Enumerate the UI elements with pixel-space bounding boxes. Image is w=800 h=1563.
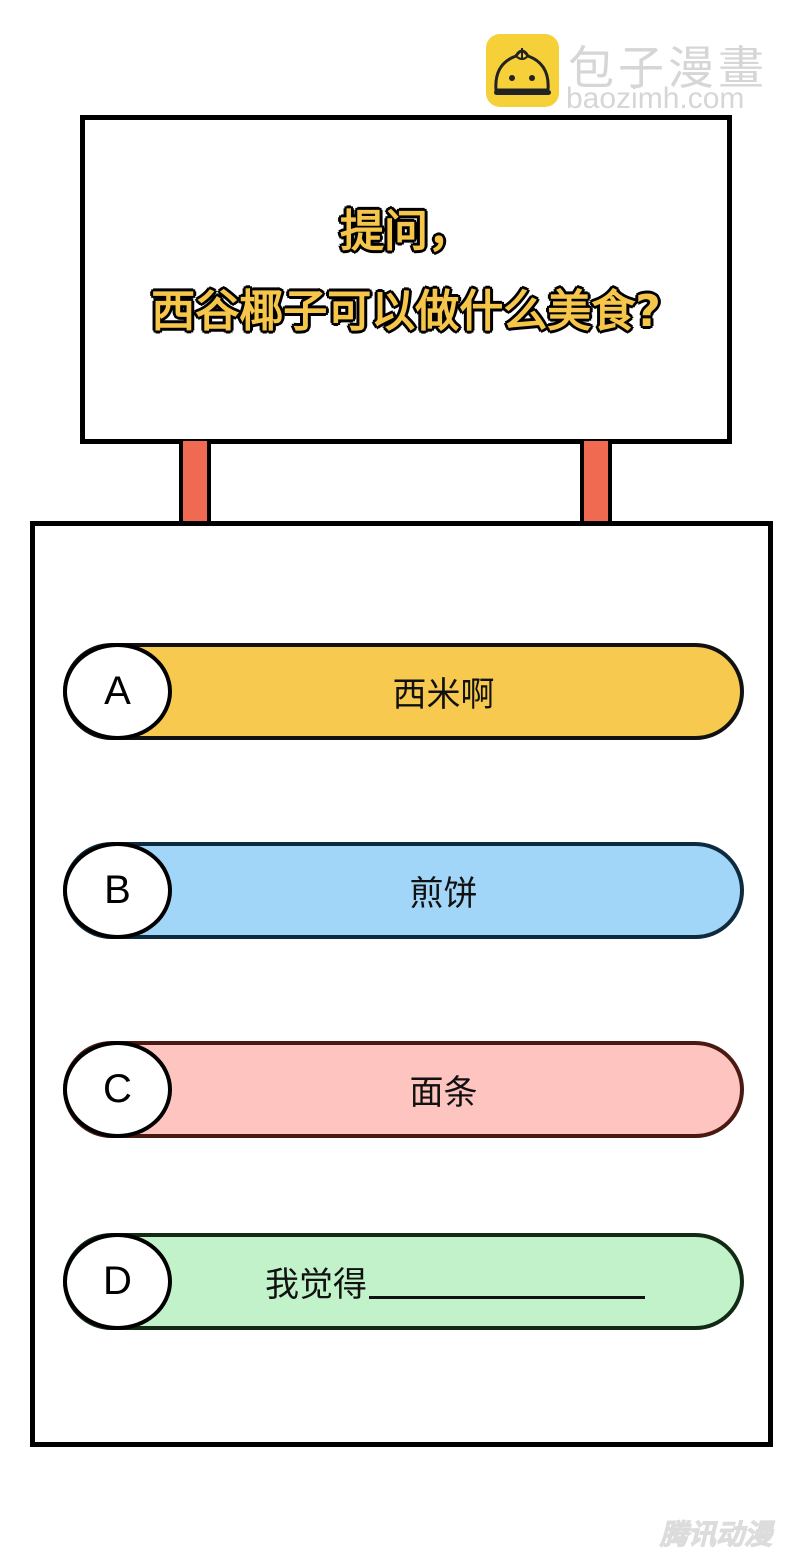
watermark-bottom: 腾讯动漫 (659, 1518, 773, 1552)
option-a[interactable]: A 西米啊 (63, 643, 744, 740)
brand-name: 包子漫畫 (568, 41, 768, 95)
option-c[interactable]: C 面条 (63, 1041, 744, 1138)
question-line-2: 西谷椰子可以做什么美食? (150, 285, 662, 338)
option-text-d: 我觉得 (167, 1237, 720, 1326)
option-text-d-label: 我觉得 (265, 1265, 367, 1305)
option-text-c: 面条 (409, 1073, 478, 1113)
sign-post-right (580, 441, 612, 523)
steamed-bun-icon (486, 34, 559, 107)
question-title: 提问， 西谷椰子可以做什么美食? (85, 192, 727, 352)
watermark-top: 包子漫畫 baozimh.com (486, 34, 776, 115)
option-text-b: 煎饼 (409, 874, 478, 914)
question-line-1: 提问， (339, 205, 473, 258)
question-sign: 提问， 西谷椰子可以做什么美食? (80, 115, 732, 444)
option-text-a: 西米啊 (392, 675, 495, 715)
option-d[interactable]: D 我觉得 (63, 1233, 744, 1330)
option-letter-d: D (63, 1233, 172, 1330)
fill-in-blank (369, 1264, 645, 1299)
sign-post-left (179, 441, 211, 523)
option-letter-b: B (63, 842, 172, 939)
option-b[interactable]: B 煎饼 (63, 842, 744, 939)
option-letter-c: C (63, 1041, 172, 1138)
option-letter-a: A (63, 643, 172, 740)
brand-url: baozimh.com (566, 82, 745, 115)
